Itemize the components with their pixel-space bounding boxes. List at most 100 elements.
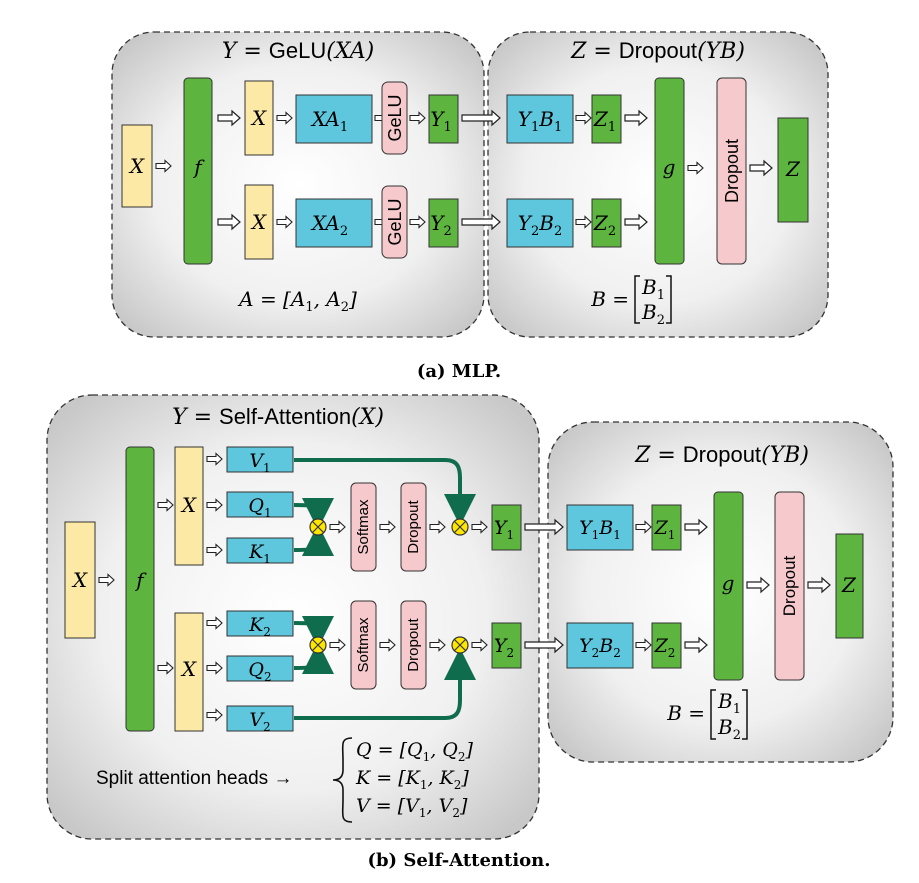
mlp-b-equation: B = B1 B2	[590, 275, 672, 328]
attn-x2-label: X	[180, 657, 197, 681]
attn-f-box	[125, 446, 155, 732]
attn-k1-to-otimes	[293, 524, 334, 557]
attn-q2-to-otimes	[293, 642, 334, 675]
attn-v2-to-otimes	[294, 648, 476, 720]
attn-y1-box	[491, 504, 522, 551]
mlp-z2-label: Z2	[593, 211, 616, 239]
mlp-x1-label: X	[250, 106, 267, 130]
attn-softmax1-label: Softmax	[355, 499, 372, 555]
attn-left-title: Y = Self-Attention(X)	[172, 404, 384, 430]
attn-y1b1-label: Y1B1	[579, 517, 621, 542]
attn-x1-label: X	[180, 493, 197, 517]
attn-z-out-label: Z	[841, 573, 857, 597]
attn-split-label: Split attention heads →	[96, 768, 292, 789]
attn-z1-box	[651, 504, 682, 551]
mlp-xa1-label: XA1	[310, 107, 348, 135]
mlp-z1-box	[591, 94, 622, 144]
mlp-x2-label: X	[250, 210, 267, 234]
attn-q1-to-otimes	[293, 497, 334, 530]
mlp-y2b2-box	[506, 198, 574, 248]
mlp-z2-box	[591, 198, 622, 248]
attn-y2b2-label: Y2B2	[579, 635, 621, 660]
mlp-input-x-label: X	[128, 154, 145, 178]
attn-caption: (b) Self-Attention.	[367, 850, 550, 871]
svg-text:B =: B =	[590, 287, 629, 311]
attn-right-title: Z = Dropout(YB)	[634, 442, 809, 468]
attn-v2-label: V2	[249, 709, 270, 734]
svg-text:B =: B =	[666, 701, 705, 725]
mlp-xa1-box	[295, 94, 373, 144]
attention-diagram: Y = Self-Attention(X) Z = Dropout(YB) X …	[46, 394, 894, 871]
mlp-a-equation: A = [A1, A2]	[237, 287, 357, 315]
mlp-z-out-label: Z	[785, 157, 801, 181]
mlp-gelu1-label: GeLU	[385, 94, 405, 141]
attn-k1-label: K1	[248, 541, 271, 566]
attn-k2-label: K2	[248, 614, 271, 639]
mlp-z-out-box	[777, 117, 809, 223]
svg-text:B1: B1	[717, 689, 741, 717]
attn-z2-box	[651, 622, 682, 669]
mlp-xa2-box	[295, 198, 373, 248]
mlp-y2-label: Y2	[430, 211, 451, 239]
attn-y2b2-box	[566, 622, 634, 669]
attn-z1-label: Z1	[654, 517, 676, 542]
mlp-f-box	[183, 77, 213, 265]
mlp-y2b2-label: Y2B2	[518, 211, 562, 239]
attn-y2-box	[491, 622, 522, 669]
attn-softmax1-box	[350, 482, 377, 572]
attn-v1-label: V1	[249, 450, 270, 475]
attn-k1-box	[226, 537, 294, 564]
mlp-gelu2-box	[381, 185, 408, 259]
mlp-gelu1-box	[381, 81, 408, 155]
mlp-left-title: Y = GeLU(XA)	[222, 38, 374, 64]
mlp-y1b1-label: Y1B1	[518, 107, 562, 135]
attn-y1-label: Y1	[494, 517, 514, 542]
mlp-y1-box	[428, 94, 459, 144]
attn-dropout-out-label: Dropout	[780, 555, 799, 616]
attn-q2-box	[226, 655, 294, 682]
mlp-y1b1-box	[506, 94, 574, 144]
mlp-right-title: Z = Dropout(YB)	[570, 38, 745, 64]
attn-y1b1-box	[566, 504, 634, 551]
attn-dropout2-box	[400, 600, 427, 690]
mlp-dropout-box	[716, 77, 747, 265]
svg-text:B2: B2	[641, 300, 665, 328]
attn-b-equation: B = B1 B2	[666, 689, 748, 743]
attn-v1-to-otimes	[294, 458, 476, 526]
attn-v2-box	[226, 705, 294, 732]
mlp-xa2-label: XA2	[310, 211, 348, 239]
mlp-x1-box	[244, 80, 274, 156]
attn-k2-box	[226, 610, 294, 637]
attn-v-equation: V = [V1, V2]	[356, 795, 468, 820]
attn-split-brace	[332, 737, 353, 823]
attn-q2-label: Q2	[248, 659, 271, 684]
attn-input-x-box	[64, 521, 96, 639]
attn-q1-label: Q1	[248, 495, 271, 520]
attn-g-box	[713, 491, 744, 681]
attn-k-equation: K = [K1, K2]	[355, 767, 469, 792]
attn-v1-box	[226, 446, 294, 473]
mlp-gelu2-label: GeLU	[385, 198, 405, 245]
attn-softmax2-label: Softmax	[355, 617, 372, 673]
attn-q1-box	[226, 491, 294, 518]
attn-x2-box	[174, 612, 204, 732]
attn-x1-box	[174, 446, 204, 566]
mlp-g-box	[654, 77, 685, 265]
mlp-y1-label: Y1	[430, 107, 451, 135]
attn-softmax2-box	[350, 600, 377, 690]
mlp-g-label: g	[663, 155, 676, 179]
attn-z-out-box	[835, 533, 864, 639]
mlp-dropout-label: Dropout	[722, 139, 742, 203]
mlp-caption: (a) MLP.	[417, 361, 501, 382]
attn-z2-label: Z2	[654, 635, 676, 660]
attn-y2-label: Y2	[494, 635, 514, 660]
svg-text:B1: B1	[641, 275, 665, 303]
mlp-z1-label: Z1	[593, 107, 616, 135]
mlp-diagram: Y = GeLU(XA) Z = Dropout(YB) X f X XA1 G…	[111, 31, 829, 382]
mlp-input-x-box	[121, 124, 153, 208]
mlp-x2-box	[244, 184, 274, 260]
svg-text:B2: B2	[717, 715, 741, 743]
attn-dropout2-label: Dropout	[405, 617, 422, 671]
mlp-y2-box	[428, 198, 459, 248]
